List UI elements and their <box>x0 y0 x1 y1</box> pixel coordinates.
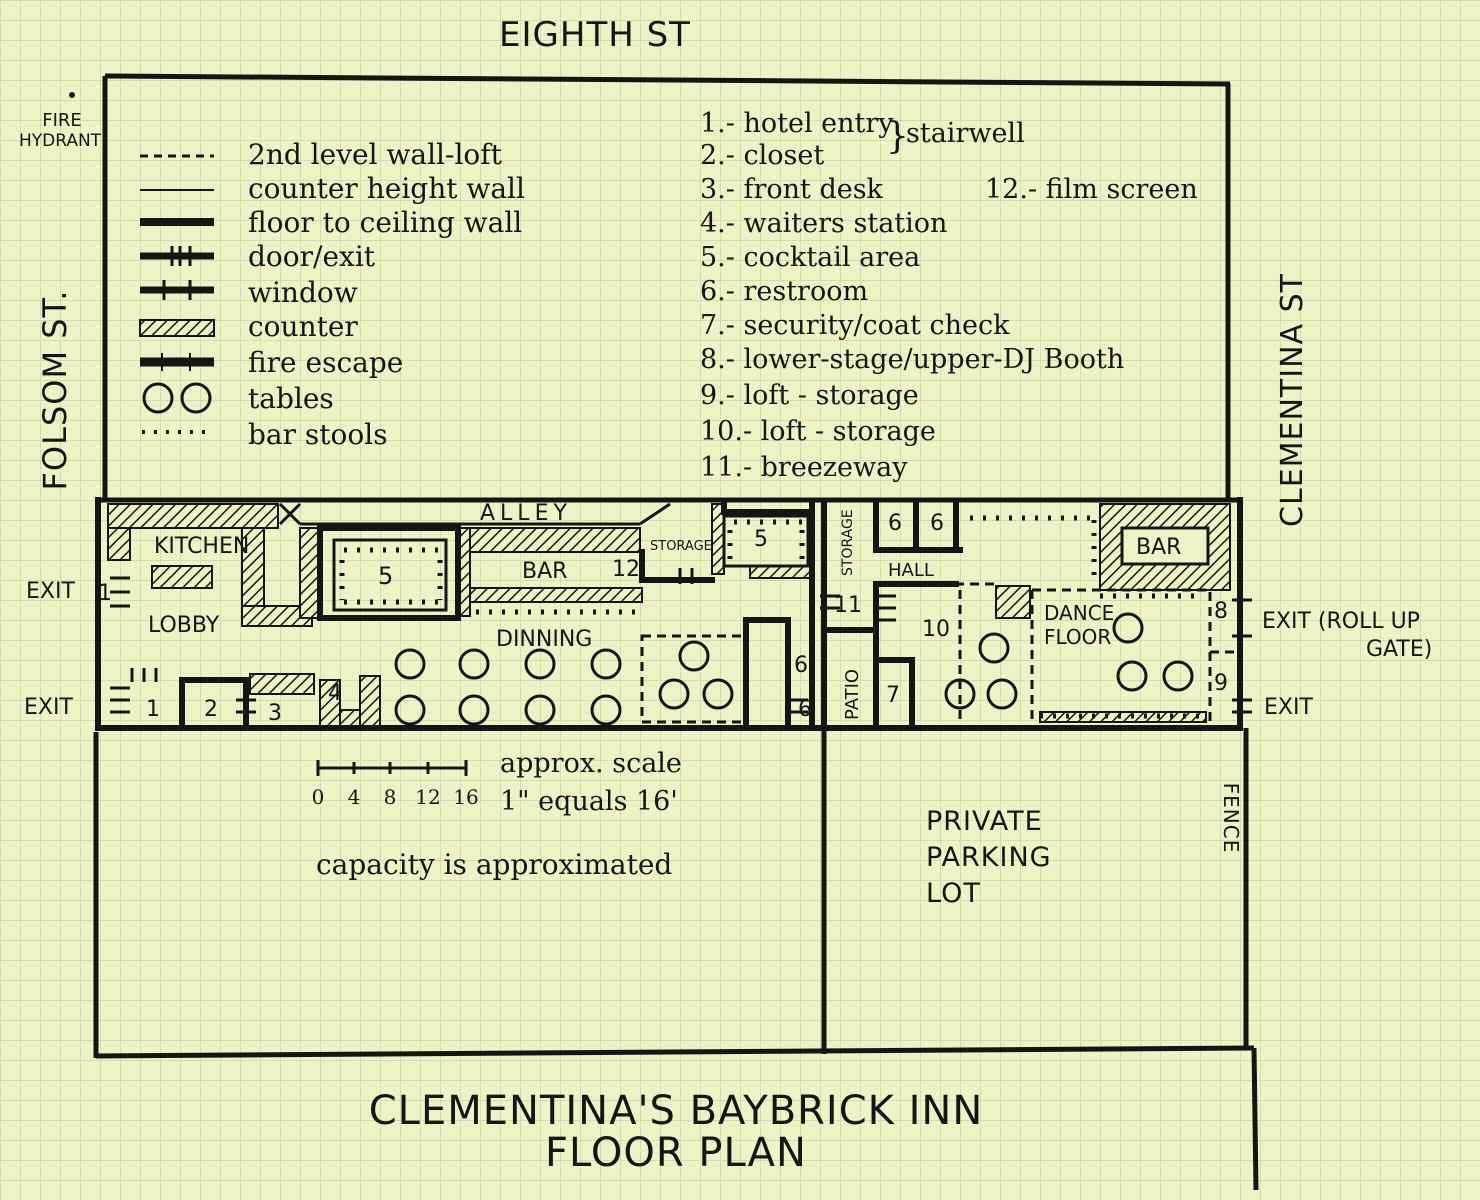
upper-block <box>95 73 1238 503</box>
scale-tick-12: 12 <box>415 785 440 809</box>
label-ten: 10 <box>922 617 950 642</box>
parking-label-2: PARKING <box>926 842 1052 873</box>
label-one: 1 <box>98 581 112 606</box>
scale-label-2: 1" equals 16' <box>500 786 678 817</box>
legend-symbol-table-1 <box>142 382 174 414</box>
key-item-9: 9.- loft - storage <box>700 380 919 411</box>
label-storage-2: STORAGE <box>840 509 856 576</box>
legend-label-7: fire escape <box>248 346 403 379</box>
key-item-4: 4.- waiters station <box>700 208 947 239</box>
label-dinning: DINNING <box>496 627 592 652</box>
label-six-d: 6 <box>798 697 812 722</box>
parking-label-3: LOT <box>926 878 981 909</box>
key-item-7: 7.- security/coat check <box>700 310 1010 341</box>
fire-hydrant-icon <box>69 92 75 98</box>
label-two: 2 <box>204 697 218 722</box>
key-item-10: 10.- loft - storage <box>700 416 936 447</box>
label-three: 3 <box>268 701 282 726</box>
street-folsom: FOLSOM ST. <box>36 290 74 491</box>
scale-label-1: approx. scale <box>500 748 682 779</box>
legend-label-4: door/exit <box>248 240 376 273</box>
capacity-note: capacity is approximated <box>316 848 672 881</box>
key-brace-icon: } <box>886 116 909 157</box>
doors <box>110 568 1252 714</box>
label-dance-2: FLOOR <box>1044 625 1111 649</box>
scale-bar <box>316 760 468 776</box>
lower-block <box>93 728 1259 1191</box>
legend-label-1: 2nd level wall-loft <box>248 138 503 171</box>
fire-hydrant-label-2: HYDRANT <box>19 131 102 151</box>
key-item-5: 5.- cocktail area <box>700 242 920 273</box>
exit-west-bottom: EXIT <box>24 695 73 720</box>
label-twelve: 12 <box>612 557 640 582</box>
label-alley: ALLEY <box>480 501 572 526</box>
label-five-a: 5 <box>378 562 393 590</box>
label-seven: 7 <box>886 683 900 708</box>
key-item-1: 1.- hotel entry <box>700 108 894 139</box>
loft-walls <box>640 582 1240 724</box>
alley-lines <box>278 502 671 526</box>
label-hall: HALL <box>888 560 934 581</box>
legend-symbol-fire-escape <box>140 353 214 371</box>
label-nine: 9 <box>1214 671 1228 696</box>
legend-symbol-table-2 <box>180 382 212 414</box>
label-eleven: 11 <box>834 593 862 618</box>
legend <box>139 154 215 434</box>
label-lobby: LOBBY <box>148 613 220 638</box>
label-six-c: 6 <box>794 653 808 678</box>
fire-hydrant-label-1: FIRE <box>42 110 82 131</box>
legend-label-5: window <box>248 276 358 309</box>
legend-label-8: tables <box>248 382 334 415</box>
key-item-2: 2.- closet <box>700 140 824 171</box>
key-item-3: 3.- front desk <box>700 174 884 205</box>
fence-label: FENCE <box>1219 783 1243 854</box>
street-clementina: CLEMENTINA ST <box>1275 273 1310 527</box>
key-item-6: 6.- restroom <box>700 276 868 307</box>
legend-label-6: counter <box>248 310 358 343</box>
legend-label-9: bar stools <box>248 418 388 451</box>
scale-tick-4: 4 <box>348 785 361 809</box>
legend-label-3: floor to ceiling wall <box>248 206 522 239</box>
exit-east-top-2: GATE) <box>1366 637 1432 662</box>
numbered-key: 1.- hotel entry 2.- closet 3.- front des… <box>700 108 1198 483</box>
label-four: 4 <box>328 681 342 706</box>
key-brace-label: stairwell <box>906 118 1025 149</box>
key-item-8: 8.- lower-stage/upper-DJ Booth <box>700 344 1124 375</box>
label-five-b: 5 <box>754 527 768 552</box>
bar-east-box <box>1120 526 1210 566</box>
legend-symbol-window <box>140 280 214 300</box>
label-six-b: 6 <box>930 511 944 536</box>
label-bar-east: BAR <box>1136 535 1181 560</box>
label-kitchen: KITCHEN <box>154 534 249 559</box>
title-line-1: CLEMENTINA'S BAYBRICK INN <box>369 1088 984 1134</box>
tables <box>394 612 1194 726</box>
scale-tick-0: 0 <box>312 785 325 809</box>
scale-tick-8: 8 <box>384 785 397 809</box>
cocktail-areas <box>332 514 810 612</box>
scale-tick-16: 16 <box>453 785 478 809</box>
label-dance-1: DANCE <box>1044 601 1114 625</box>
exit-east-bottom: EXIT <box>1264 695 1313 720</box>
parking-label-1: PRIVATE <box>926 806 1043 837</box>
legend-label-2: counter height wall <box>248 172 525 205</box>
legend-symbol-door <box>140 246 214 266</box>
label-patio: PATIO <box>842 669 863 720</box>
key-item-12: 12.- film screen <box>985 174 1198 205</box>
walls <box>95 497 1243 731</box>
street-eighth: EIGHTH ST <box>499 15 691 55</box>
title-line-2: FLOOR PLAN <box>545 1130 807 1176</box>
label-eight: 8 <box>1214 599 1228 624</box>
bar-stools <box>339 515 1200 719</box>
exit-east-top-1: EXIT (ROLL UP <box>1262 609 1420 634</box>
fire-hydrant: FIRE HYDRANT <box>19 92 102 151</box>
label-six-a: 6 <box>888 511 902 536</box>
exit-west-top: EXIT <box>26 579 75 604</box>
key-item-11: 11.- breezeway <box>700 452 908 483</box>
label-bar-west: BAR <box>522 559 567 584</box>
label-one-b: 1 <box>146 697 160 722</box>
label-storage-1: STORAGE <box>650 539 712 554</box>
legend-symbol-counter <box>139 319 215 337</box>
